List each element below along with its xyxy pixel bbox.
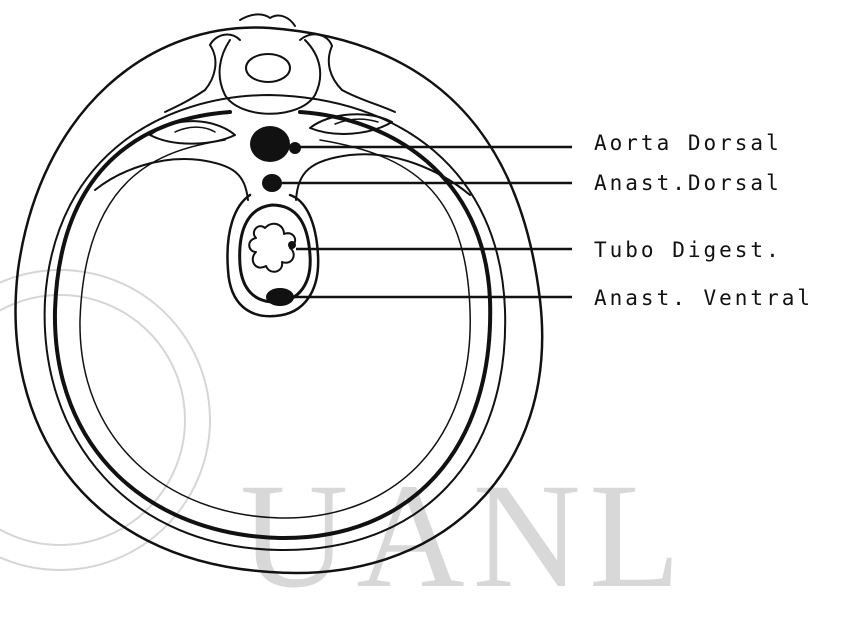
anast-dorsal-vessel <box>262 174 282 192</box>
left-lateral-detail <box>175 127 215 132</box>
dorsal-mesentery-left <box>95 159 248 200</box>
gut-marker <box>288 241 296 249</box>
left-lateral-structure <box>150 121 235 144</box>
vessels <box>250 126 301 306</box>
label-tubo-digest: Tubo Digest. <box>594 240 782 261</box>
aorta-dorsal-vessel <box>250 126 290 162</box>
gut-lumen <box>249 224 295 272</box>
gut-tube-wall <box>240 205 311 302</box>
label-anast-ventral: Anast. Ventral <box>594 288 813 309</box>
label-aorta-dorsal: Aorta Dorsal <box>594 133 782 154</box>
coelom-lining-inner <box>80 140 470 518</box>
leader-lines <box>282 147 572 297</box>
body-wall-inner <box>45 95 506 550</box>
diagram-stage: UANL <box>0 0 862 588</box>
label-anast-dorsal: Anast.Dorsal <box>594 173 782 194</box>
anast-ventral-vessel <box>266 288 294 306</box>
